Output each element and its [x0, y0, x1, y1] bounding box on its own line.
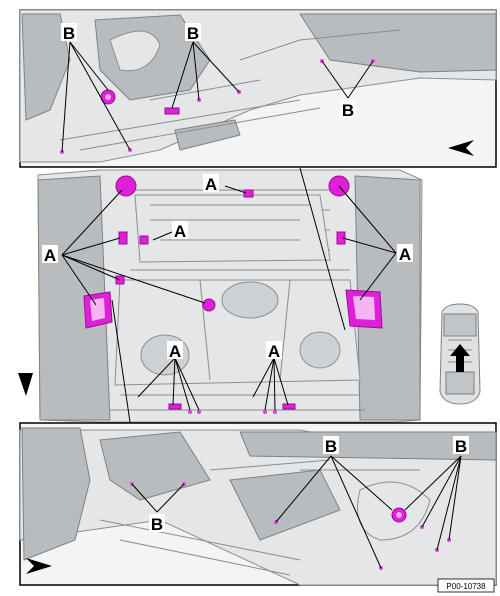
highlight-marker: [164, 107, 180, 115]
callout-label-a: A: [44, 246, 56, 265]
main-underbody-view: A A A A A A: [18, 167, 423, 423]
highlight-marker: [139, 235, 149, 245]
callout-label-b: B: [325, 437, 337, 456]
arrowhead-icon: [448, 140, 474, 156]
label-bg: [340, 100, 356, 118]
highlight-marker: [202, 298, 216, 312]
callout-label-b: B: [187, 24, 199, 43]
label-bg: [61, 23, 77, 41]
top-detail-panel: B B B: [19, 9, 497, 168]
highlight-marker: [168, 403, 182, 410]
callout-label-a: A: [174, 222, 186, 241]
arrowhead-icon: [26, 558, 52, 574]
arrowhead-icon: [18, 373, 33, 396]
car-top-view-icon: [439, 303, 481, 405]
bottom-detail-panel: B B B P00-10738: [19, 422, 497, 593]
callout-label-b: B: [455, 437, 467, 456]
figure-reference: P00-10738: [446, 582, 486, 591]
highlight-marker: [282, 403, 296, 410]
callout-label-b: B: [151, 515, 163, 534]
label-bg: [185, 23, 201, 41]
callout-label-a: A: [268, 342, 280, 361]
figure-reference-box: [437, 578, 495, 593]
highlight-marker: [243, 189, 254, 198]
callout-label-b: B: [63, 24, 75, 43]
direction-arrow-icon: [450, 344, 470, 372]
highlight-marker: [336, 231, 346, 245]
callout-label-b: B: [342, 101, 354, 120]
highlight-marker: [118, 231, 128, 245]
callout-label-a: A: [169, 342, 181, 361]
highlight-marker-center: [105, 94, 111, 100]
callout-label-a: A: [205, 175, 217, 194]
callout-label-a: A: [399, 245, 411, 264]
